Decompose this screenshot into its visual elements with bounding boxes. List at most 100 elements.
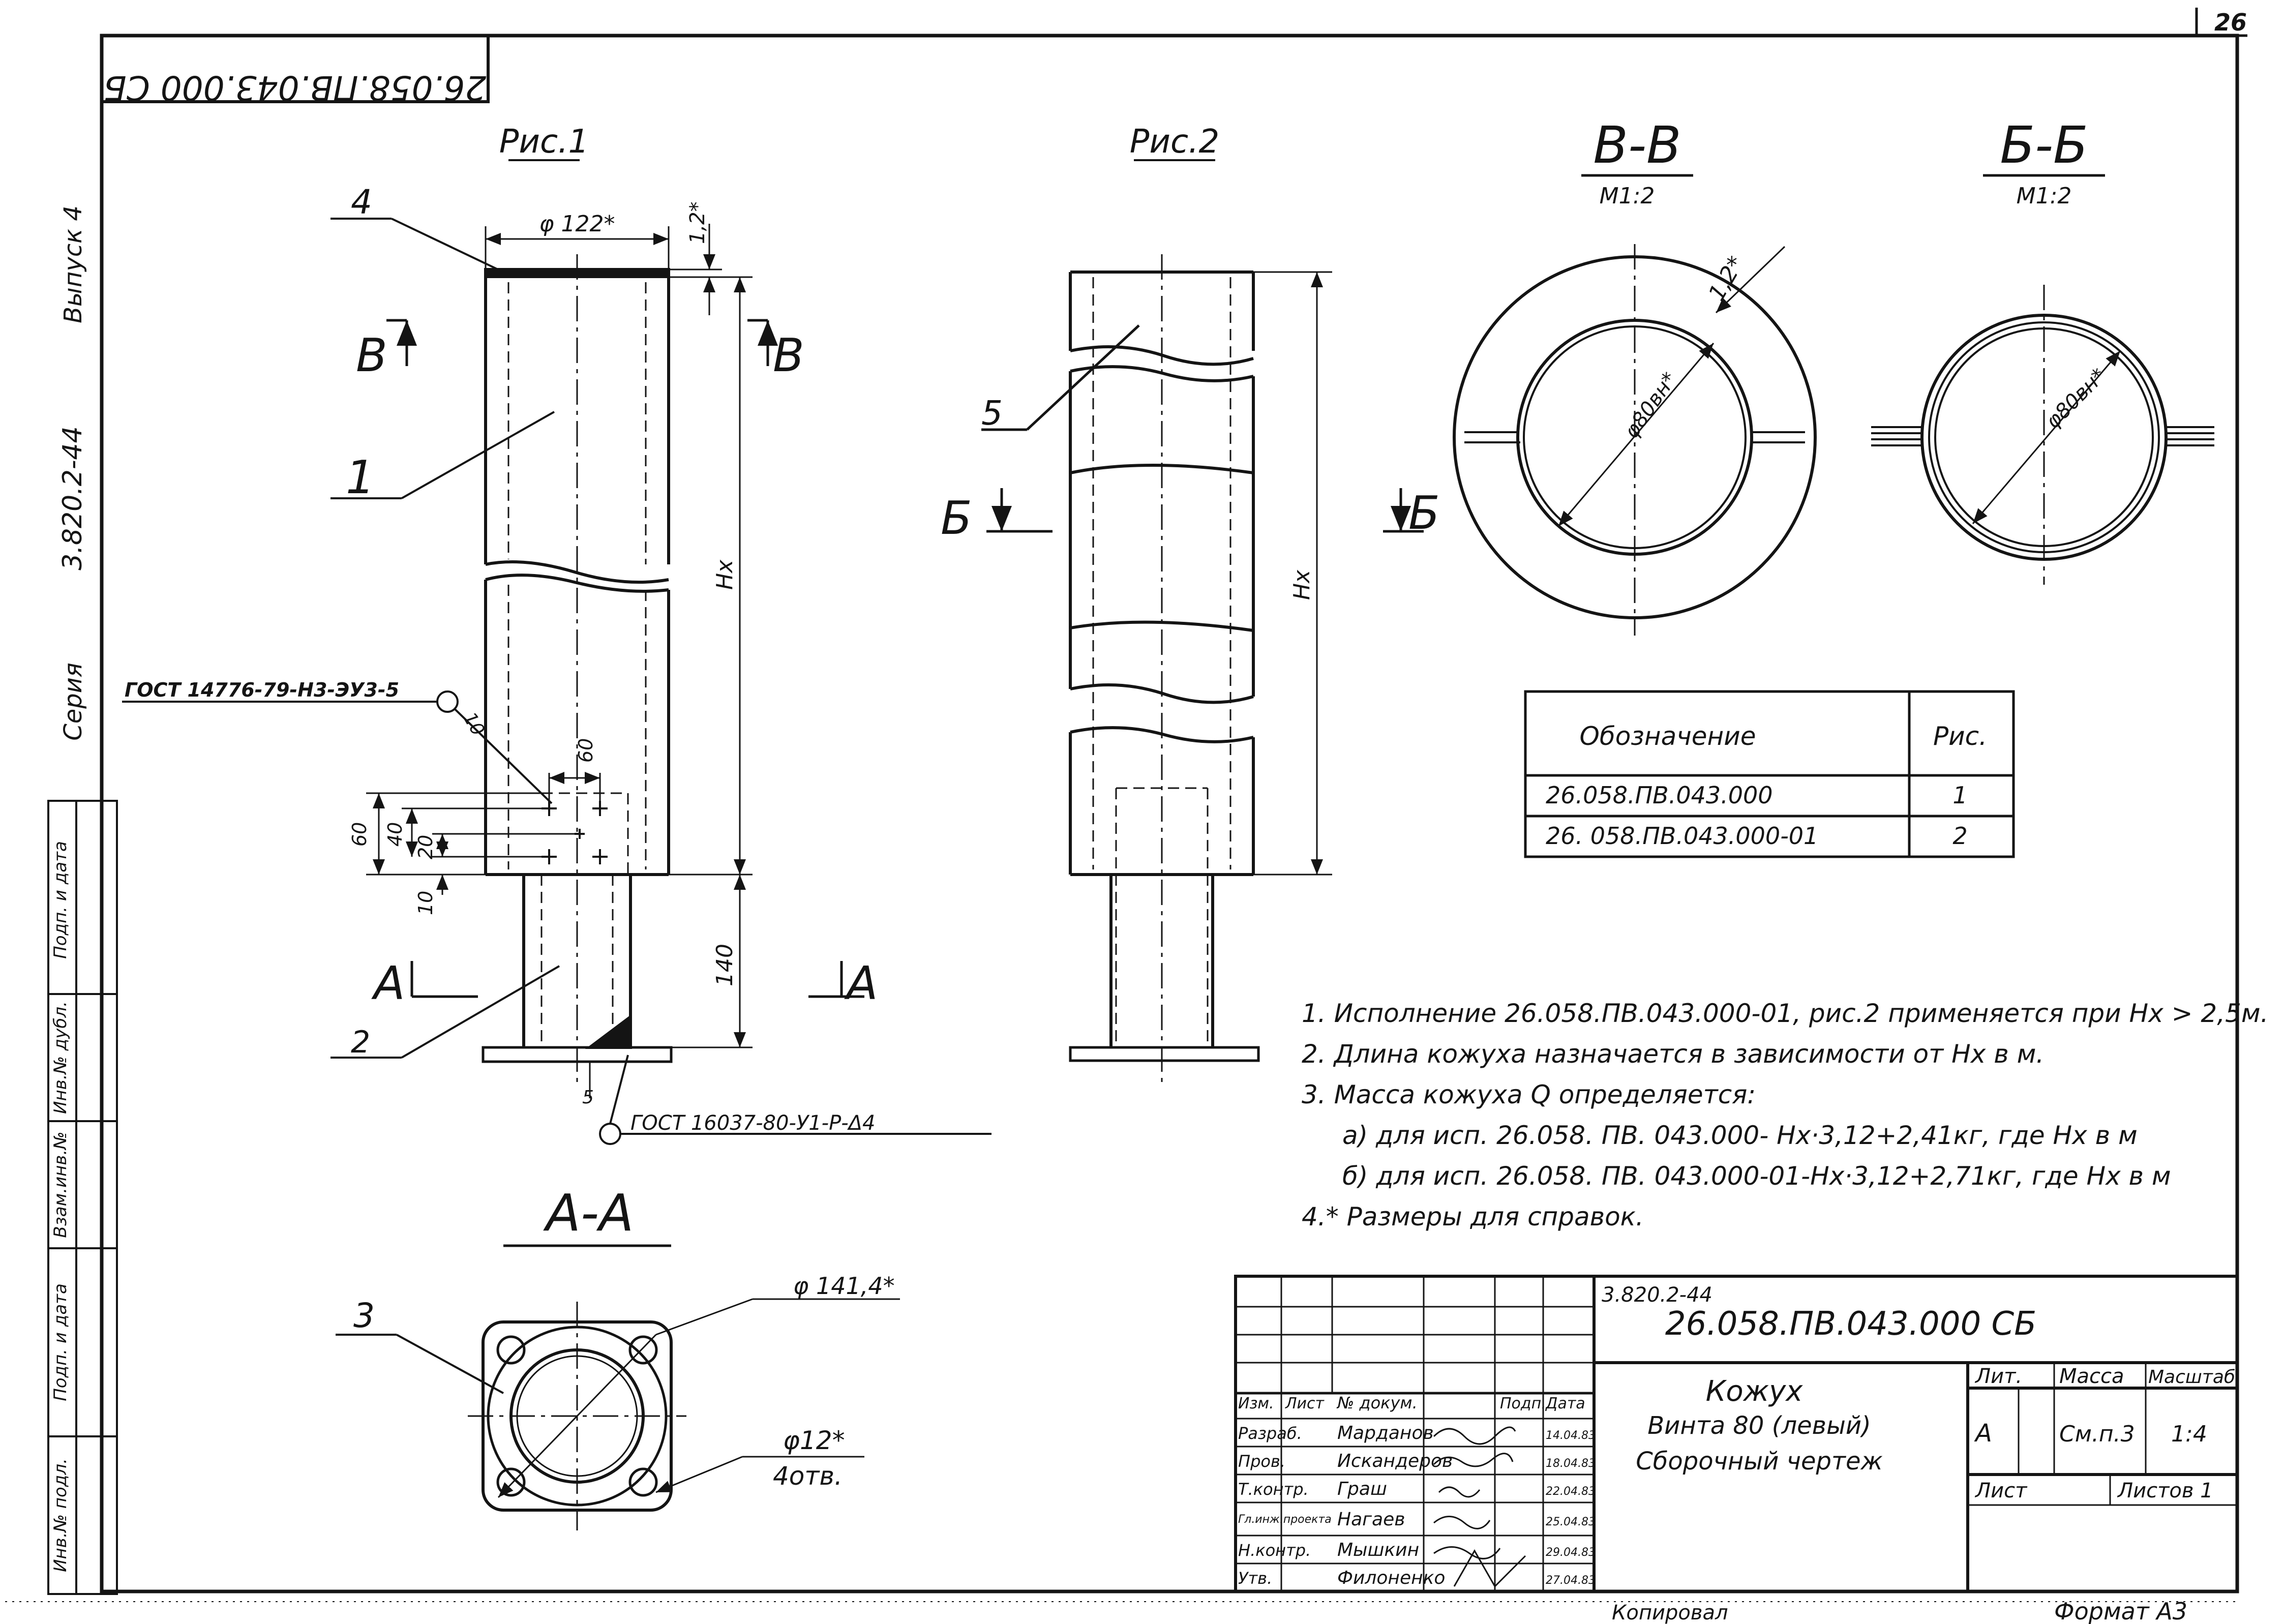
note-1: 1. Исполнение 26.058.ПВ.043.000-01, рис.…: [1302, 999, 2269, 1028]
fig1-cut-left-B: В: [356, 329, 387, 382]
fig1-cut-left-A: А: [371, 957, 405, 1010]
fig1-leader-4: 4: [351, 183, 372, 222]
variant-header-designation: Обозначение: [1580, 721, 1756, 751]
note-3b: б) для исп. 26.058. ПВ. 043.000-01-Нх·3,…: [1342, 1161, 2171, 1191]
fig1-dim-20: 20: [414, 835, 437, 859]
tb-col-doc: № докум.: [1336, 1393, 1418, 1412]
tb-role-4: Гл.инж.проекта: [1238, 1513, 1332, 1526]
tb-date-4: 25.04.83: [1546, 1516, 1596, 1528]
tb-role-5: Н.контр.: [1238, 1541, 1311, 1560]
tb-name-4: Нагаев: [1337, 1509, 1405, 1530]
sheet-number: 26: [2214, 9, 2247, 36]
side-col-sign-date: Подп. и дата: [50, 1283, 71, 1401]
side-col-replace-inv: Взам.инв.№: [50, 1131, 71, 1238]
variant-row2-fig: 2: [1952, 822, 1967, 850]
doc-code-stamp: 26.058.ПВ.043.000 СБ: [100, 34, 490, 107]
tb-lit-label: Лит.: [1974, 1365, 2022, 1388]
fig2-title: Рис.2: [1130, 123, 1219, 161]
tb-name-6: Филоненко: [1337, 1568, 1445, 1588]
fig1-cut-right-B: В: [773, 329, 804, 382]
tb-role-2: Пров.: [1238, 1452, 1285, 1471]
fig2-leader-5: 5: [981, 394, 1003, 433]
tb-mass-label: Масса: [2059, 1365, 2124, 1388]
variant-table: Обозначение Рис. 26.058.ПВ.043.000 1 26.…: [1524, 690, 2015, 858]
fig1-dim-top-thickness: 1,2*: [686, 201, 709, 244]
side-col-dup-inv: Инв.№ дубл.: [50, 1001, 71, 1114]
tb-name-1: Марданов: [1337, 1423, 1434, 1443]
tb-mass-value: См.п.3: [2059, 1421, 2135, 1447]
variant-row1-designation: 26.058.ПВ.043.000: [1546, 781, 1773, 809]
fig1-dim-diameter: φ 122*: [539, 211, 615, 237]
variant-header-fig: Рис.: [1933, 721, 1987, 751]
signatures: [1433, 1426, 1526, 1588]
tb-sheets-label: Листов 1: [2117, 1479, 2213, 1502]
fig2-view: Рис.2: [941, 123, 1440, 1083]
side-series-label: Серия: [59, 663, 87, 741]
tb-col-sign: Подп.: [1500, 1395, 1546, 1412]
fig1-dim-40: 40: [384, 822, 406, 847]
section-bb-title: В-В: [1593, 115, 1681, 175]
section-aa-title: А-А: [543, 1183, 634, 1243]
tb-title-line1: Кожух: [1706, 1375, 1804, 1408]
fig1-dim-10: 10: [414, 891, 437, 915]
note-3: 3. Масса кожуха Q определяется:: [1302, 1080, 1756, 1109]
tb-title-line3: Сборочный чертеж: [1636, 1447, 1883, 1476]
side-issue: Выпуск 4: [59, 205, 87, 323]
fig1-dim-5: 5: [582, 1087, 594, 1108]
notes-block: 1. Исполнение 26.058.ПВ.043.000-01, рис.…: [1302, 999, 2269, 1231]
fig1-leader-1: 1: [346, 451, 375, 504]
footer-format: Формат А3: [2054, 1598, 2187, 1624]
fig1-leader-2: 2: [351, 1025, 370, 1060]
fig2-cut-right-B2: Б: [1408, 487, 1440, 540]
section-bb-scale: М1:2: [1600, 183, 1655, 209]
tb-name-3: Граш: [1337, 1479, 1387, 1499]
side-series-value: 3.820.2-44: [57, 426, 88, 570]
fig1-cut-right-A: А: [844, 957, 878, 1010]
aa-hole-diameter: φ12*: [783, 1426, 845, 1455]
tb-col-izm: Изм.: [1238, 1395, 1274, 1412]
fig1-view: Рис.1: [122, 123, 991, 1145]
tb-scale-value: 1:4: [2171, 1421, 2207, 1447]
tb-date-5: 29.04.83: [1546, 1546, 1596, 1559]
tb-name-2: Искандеров: [1337, 1451, 1453, 1471]
side-col-orig-inv: Инв.№ подл.: [50, 1458, 71, 1572]
fig1-title: Рис.1: [499, 123, 589, 161]
side-strip: Выпуск 4 3.820.2-44 Серия Подп. и дата И…: [47, 205, 118, 1595]
note-3a: а) для исп. 26.058. ПВ. 043.000- Нх·3,12…: [1342, 1121, 2138, 1150]
gost-bottom: ГОСТ 16037-80-У1-Р-Δ4: [630, 1111, 875, 1135]
tb-date-1: 14.04.83: [1546, 1429, 1596, 1442]
tb-series-ref: 3.820.2-44: [1602, 1283, 1712, 1307]
section-b2-scale: М1:2: [2017, 183, 2072, 209]
fig2-cut-left-B2: Б: [941, 492, 972, 545]
tb-scale-label: Масштаб: [2148, 1367, 2235, 1388]
tb-date-2: 18.04.83: [1546, 1457, 1596, 1470]
tb-lit-value: А: [1974, 1419, 1992, 1448]
fig1-dim-60h: 60: [575, 738, 597, 763]
aa-hole-count: 4отв.: [773, 1461, 843, 1491]
fig1-dim-bottom: 140: [712, 944, 738, 986]
aa-flange-diameter: φ 141,4*: [793, 1272, 895, 1300]
variant-row1-fig: 1: [1952, 781, 1967, 809]
tb-date-3: 22.04.83: [1546, 1485, 1596, 1498]
footer-copied: Копировал: [1612, 1601, 1728, 1624]
tb-role-6: Утв.: [1238, 1569, 1272, 1588]
stamp-code: 26.058.ПВ.043.000 СБ: [103, 68, 486, 107]
variant-row2-designation: 26. 058.ПВ.043.000-01: [1546, 822, 1818, 850]
sheet-frame: [5, 8, 2247, 1602]
section-aa: А-А 3 φ 141,4* φ12* 4отв.: [336, 1183, 900, 1530]
tb-col-date: Дата: [1545, 1395, 1585, 1412]
tb-role-3: Т.контр.: [1238, 1480, 1309, 1499]
note-4: 4.* Размеры для справок.: [1302, 1202, 1644, 1231]
tb-title-line2: Винта 80 (левый): [1647, 1411, 1871, 1440]
fig1-dim-height: Нх: [712, 559, 738, 590]
tb-role-1: Разраб.: [1238, 1424, 1302, 1443]
section-b2-title: Б-Б: [2000, 115, 2088, 175]
note-2: 2. Длина кожуха назначается в зависимост…: [1302, 1039, 2044, 1069]
side-col-sign-date-2: Подп. и дата: [50, 841, 71, 959]
tb-col-list: Лист: [1285, 1395, 1325, 1412]
tb-name-5: Мышкин: [1337, 1540, 1419, 1560]
tb-date-6: 27.04.83: [1546, 1574, 1596, 1587]
fig1-dim-60v: 60: [348, 822, 371, 847]
title-block: 3.820.2-44 26.058.ПВ.043.000 СБ Кожух Ви…: [1234, 1275, 2239, 1593]
